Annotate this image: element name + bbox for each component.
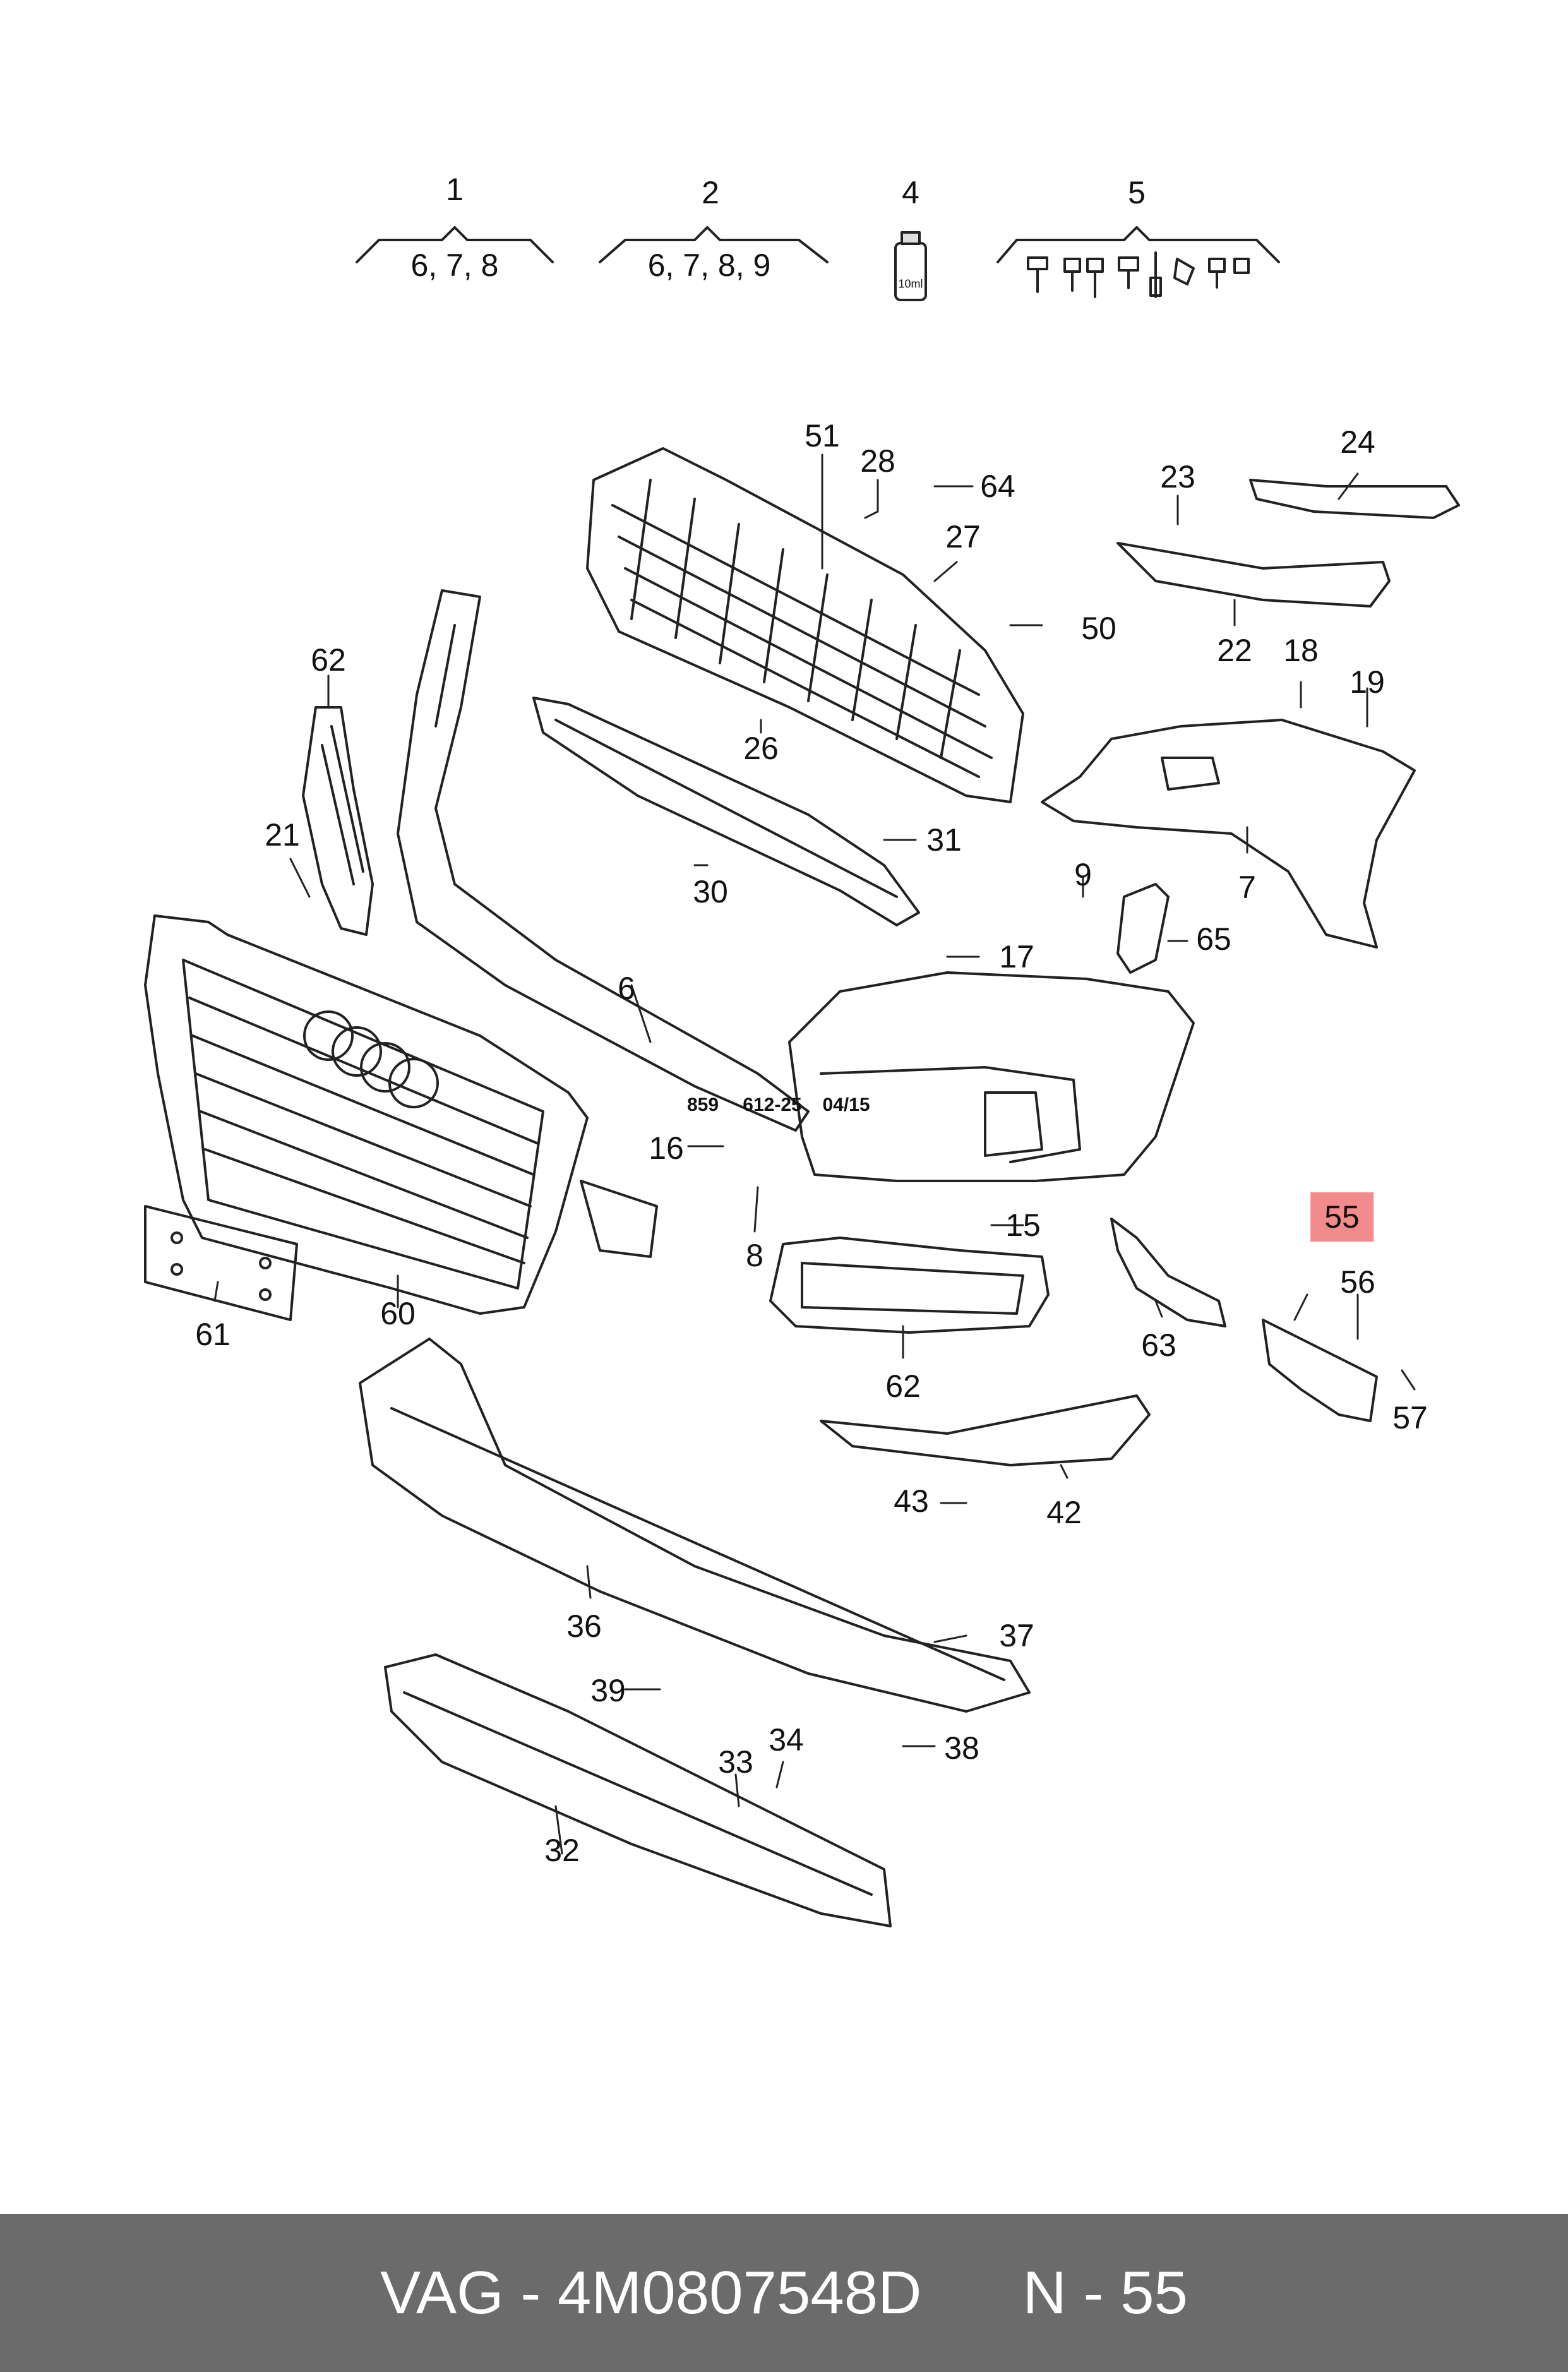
callout-60[interactable]: 60 [380, 1296, 416, 1331]
footer-gap [921, 2258, 1022, 2328]
callout-63[interactable]: 63 [1141, 1327, 1176, 1363]
fluid-bottle-icon [894, 231, 927, 301]
callout-19[interactable]: 19 [1350, 664, 1385, 700]
callout-8[interactable]: 8 [746, 1238, 763, 1273]
callout-26[interactable]: 26 [743, 731, 779, 766]
kit-5-bracket [996, 226, 1280, 263]
callout-61[interactable]: 61 [195, 1317, 230, 1352]
stamp-code-c: 04/15 [822, 1094, 870, 1115]
front-grille-part [144, 914, 658, 1315]
fog-lamp-trim-part [769, 1237, 1050, 1334]
footer-position: N - 55 [1022, 2259, 1188, 2327]
callout-7[interactable]: 7 [1238, 870, 1256, 905]
bracket-part-55 [1262, 1319, 1378, 1422]
footer-brand: VAG [380, 2259, 504, 2327]
callout-23[interactable]: 23 [1160, 459, 1195, 494]
callout-9[interactable]: 9 [1074, 857, 1092, 892]
leader-lines [213, 453, 1416, 1855]
kit-2-contents: 6, 7, 8, 9 [647, 248, 771, 283]
callout-51[interactable]: 51 [805, 418, 840, 453]
callout-15[interactable]: 15 [1005, 1207, 1041, 1243]
footer-sep: - [503, 2259, 558, 2327]
callout-55-highlighted[interactable]: 55 [1310, 1192, 1373, 1242]
callout-22[interactable]: 22 [1217, 633, 1252, 668]
callout-6[interactable]: 6 [618, 971, 635, 1006]
stamp-code-a: 859 [686, 1094, 719, 1115]
footer-bar: VAG - 4M0807548D N - 55 [0, 2214, 1568, 2372]
skid-plate-part [384, 1653, 892, 1927]
trim-strip-22 [1116, 542, 1391, 608]
bracket-part-7 [1041, 719, 1416, 949]
callout-64[interactable]: 64 [980, 469, 1015, 504]
reflector-part [1116, 883, 1170, 974]
bumper-cover-part [788, 971, 1195, 1182]
callout-18[interactable]: 18 [1283, 633, 1319, 668]
callout-56[interactable]: 56 [1340, 1264, 1375, 1300]
kit-4-number: 4 [902, 175, 919, 210]
footer-part-number: 4M0807548D [558, 2259, 922, 2327]
callout-28[interactable]: 28 [860, 443, 895, 479]
callout-50[interactable]: 50 [1081, 611, 1116, 646]
callout-17[interactable]: 17 [999, 939, 1034, 974]
kit-2-number: 2 [702, 175, 719, 210]
exploded-parts-diagram [144, 226, 1460, 1927]
cross-member-part [532, 697, 920, 926]
bumper-frame-part [397, 589, 810, 1132]
callout-30[interactable]: 30 [693, 874, 728, 909]
callout-62-upper[interactable]: 62 [311, 642, 346, 678]
kit-1-bracket [356, 226, 554, 263]
bottle-label: 10ml [898, 277, 923, 291]
callout-65[interactable]: 65 [1196, 921, 1231, 957]
callout-32[interactable]: 32 [544, 1833, 580, 1868]
kit-1-number: 1 [446, 172, 464, 207]
callout-34[interactable]: 34 [769, 1722, 804, 1758]
radiator-grille-part [586, 447, 1024, 803]
callout-36[interactable]: 36 [566, 1608, 602, 1644]
callout-33[interactable]: 33 [718, 1744, 753, 1780]
stamp-code-b: 612-25 [743, 1094, 802, 1115]
callout-62-lower[interactable]: 62 [885, 1369, 921, 1404]
side-trim-part [302, 706, 374, 936]
callout-16[interactable]: 16 [649, 1130, 684, 1166]
callout-38[interactable]: 38 [944, 1730, 979, 1766]
bracket-part-63 [1110, 1218, 1226, 1327]
callout-57[interactable]: 57 [1392, 1400, 1428, 1435]
callout-24[interactable]: 24 [1340, 424, 1375, 460]
callout-21[interactable]: 21 [265, 817, 300, 853]
kit-2-bracket [599, 226, 829, 263]
kit-1-contents: 6, 7, 8 [410, 248, 499, 283]
lower-cover-part [359, 1338, 1031, 1713]
callout-43[interactable]: 43 [894, 1483, 929, 1519]
callout-42[interactable]: 42 [1046, 1495, 1082, 1530]
callout-27[interactable]: 27 [945, 519, 981, 554]
kit-5-number: 5 [1128, 175, 1146, 210]
callout-37[interactable]: 37 [999, 1618, 1034, 1653]
license-plate-bracket-part [144, 1205, 298, 1321]
callout-31[interactable]: 31 [926, 822, 962, 858]
trim-strip-24 [1249, 479, 1460, 519]
callout-39[interactable]: 39 [590, 1673, 626, 1708]
fastener-set-icon [1027, 251, 1250, 298]
chrome-strip-part [820, 1394, 1151, 1466]
